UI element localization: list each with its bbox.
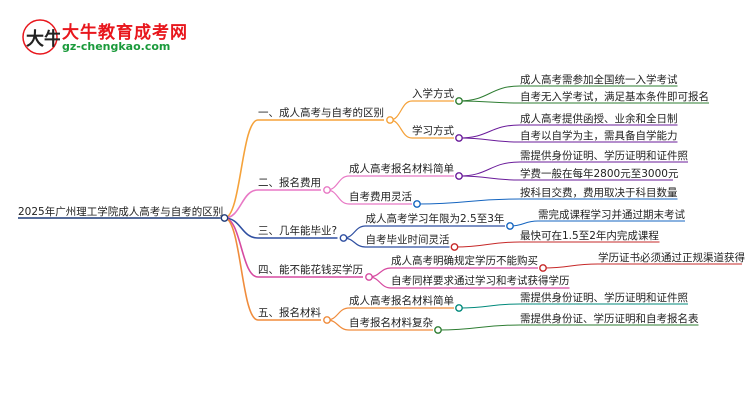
leaf: 自考无入学考试，满足基本条件即可报名 — [520, 90, 709, 103]
connector-line — [326, 175, 350, 191]
connector-line — [416, 198, 521, 205]
connector-line — [542, 263, 599, 269]
node-dot — [386, 116, 394, 124]
connector-line — [458, 161, 521, 177]
sub-branch: 成人高考学习年限为2.5至3年 — [366, 212, 505, 225]
connector-line — [389, 119, 413, 139]
leaf: 需提供身份证、学历证明和自考报名表 — [520, 312, 699, 325]
leaf: 按科目交费，费用取决于科目数量 — [520, 186, 678, 199]
leaf: 成人高考提供函授、业余和全日制 — [520, 112, 678, 125]
brand-logo: 大牛 — [22, 19, 60, 55]
connector-line — [458, 303, 521, 309]
sub-branch: 自考费用灵活 — [349, 190, 412, 203]
connector-line — [509, 220, 539, 227]
leaf: 自考以自学为主，需具备自学能力 — [520, 129, 678, 142]
node-dot — [450, 243, 459, 251]
sub-branch: 学习方式 — [412, 124, 454, 137]
branch-5: 五、报名材料 — [258, 306, 321, 319]
node-dot — [455, 134, 463, 142]
node-dot — [323, 316, 331, 324]
connector-line — [458, 175, 521, 181]
node-dot — [539, 264, 547, 272]
node-dot — [455, 172, 463, 180]
node-dot — [220, 214, 229, 222]
sub-branch: 自考报名材料复杂 — [349, 316, 433, 329]
connector-line — [224, 119, 259, 219]
node-dot — [455, 304, 463, 312]
sub-branch: 自考同样要求通过学习和考试获得学历 — [391, 274, 570, 287]
node-dot — [365, 273, 373, 281]
connector-line — [458, 100, 521, 104]
leaf: 需提供身份证明、学历证明和证件照 — [520, 149, 688, 162]
connector-line — [437, 324, 521, 331]
sub-branch: 成人高考明确规定学历不能购买 — [391, 254, 538, 267]
sub-branch: 成人高考报名材料简单 — [349, 162, 454, 175]
branch-1: 一、成人高考与自考的区别 — [258, 106, 384, 119]
connector-line — [458, 85, 521, 102]
leaf: 最快可在1.5至2年内完成课程 — [520, 229, 659, 242]
connector-line — [458, 137, 521, 143]
root-topic: 2025年广州理工学院成人高考与自考的区别 — [18, 205, 223, 218]
node-dot — [506, 222, 514, 230]
site-url: gz-chengkao.com — [62, 40, 171, 53]
leaf: 学历证书必须通过正规渠道获得 — [598, 251, 745, 264]
connector-line — [458, 124, 521, 139]
connector-line — [326, 189, 350, 205]
node-dot — [413, 200, 421, 208]
leaf: 需完成课程学习并通过期末考试 — [538, 208, 685, 221]
node-dot — [323, 186, 331, 194]
node-dot — [455, 97, 463, 105]
svg-text:大牛: 大牛 — [26, 28, 60, 50]
branch-2: 二、报名费用 — [258, 176, 321, 189]
connector-line — [224, 217, 259, 278]
node-dot — [434, 326, 442, 334]
connector-line — [224, 217, 259, 321]
leaf: 学费一般在每年2800元至3000元 — [520, 167, 679, 180]
node-dot — [339, 234, 348, 242]
connector-line — [454, 241, 521, 248]
sub-branch: 成人高考报名材料简单 — [349, 294, 454, 307]
sub-branch: 自考毕业时间灵活 — [366, 233, 450, 246]
branch-4: 四、能不能花钱买学历 — [258, 263, 363, 276]
site-name: 大牛教育成考网 — [62, 23, 188, 43]
leaf: 需提供身份证明、学历证明和证件照 — [520, 291, 688, 304]
sub-branch: 入学方式 — [412, 87, 454, 100]
leaf: 成人高考需参加全国统一入学考试 — [520, 73, 678, 86]
connector-line — [389, 100, 413, 121]
branch-3: 三、几年能毕业? — [258, 224, 337, 237]
